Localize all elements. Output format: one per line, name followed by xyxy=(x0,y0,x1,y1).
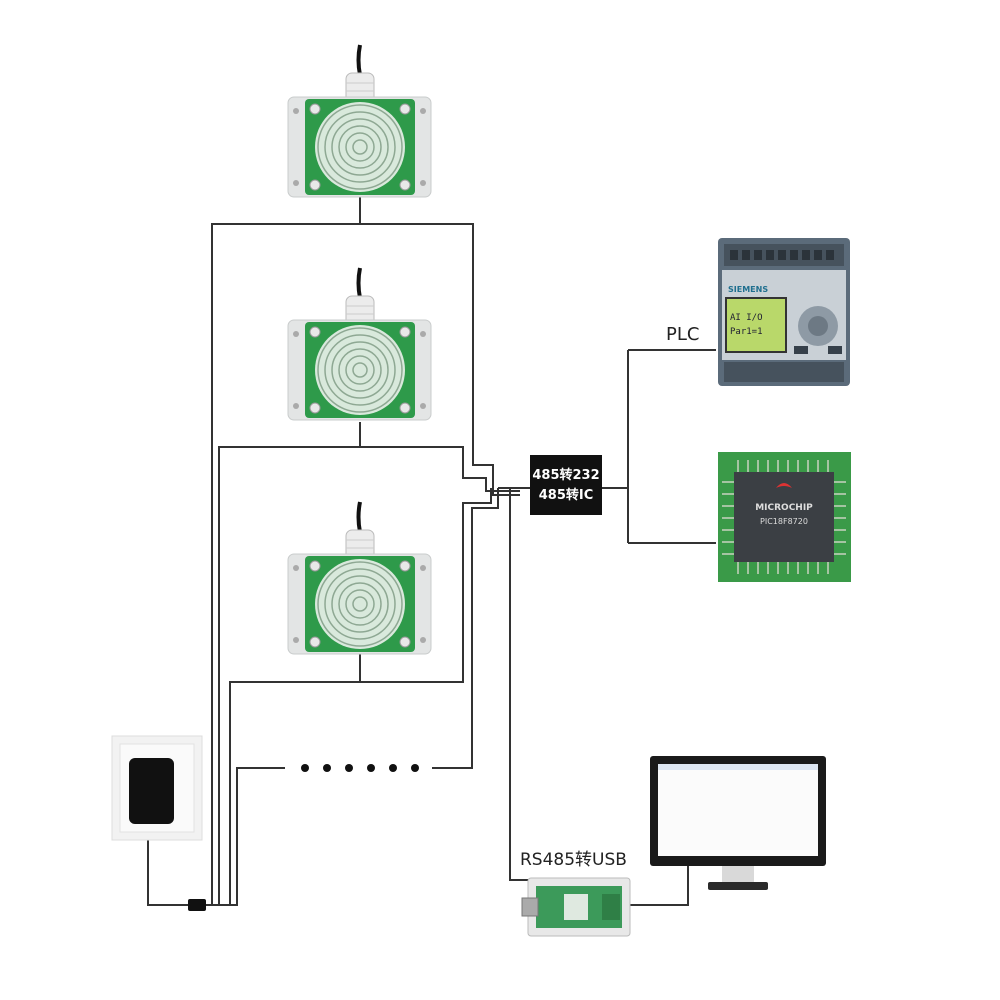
plc-label: PLC xyxy=(666,324,699,345)
rs485-usb-module-icon xyxy=(521,877,631,937)
plc-brand: SIEMENS xyxy=(728,285,768,294)
converter-label-1: 485转232 xyxy=(532,467,599,483)
plc-device[interactable]: SIEMENS AI I/O Par1=1 xyxy=(718,238,850,386)
sensor-2[interactable] xyxy=(287,267,432,421)
mcu-part: PIC18F8720 xyxy=(760,517,808,526)
rain-sensor-icon xyxy=(287,501,432,655)
power-adapter-icon xyxy=(129,758,174,824)
rain-sensor-icon xyxy=(287,267,432,421)
sensor-3[interactable] xyxy=(287,501,432,655)
more-sensors-ellipsis xyxy=(301,764,419,772)
computer-monitor-icon xyxy=(650,756,826,890)
mcu-brand: MICROCHIP xyxy=(755,503,813,513)
rain-sensor-icon xyxy=(287,44,432,198)
converter-label-2: 485转IC xyxy=(539,487,594,503)
usb-converter-label: RS485转USB xyxy=(520,850,627,870)
plc-device-icon xyxy=(718,238,850,386)
plc-screen-line-1: AI I/O xyxy=(730,313,763,323)
mcu-board[interactable]: MICROCHIP PIC18F8720 xyxy=(718,452,851,582)
microcontroller-chip-icon xyxy=(718,452,851,582)
rs485-usb-module[interactable] xyxy=(521,877,631,937)
computer-monitor[interactable] xyxy=(650,756,826,890)
converter-box: 485转232 485转IC xyxy=(530,455,602,515)
sensor-1[interactable] xyxy=(287,44,432,198)
power-adapter xyxy=(111,735,206,911)
wiring xyxy=(147,196,716,906)
plc-screen-line-2: Par1=1 xyxy=(730,327,763,337)
